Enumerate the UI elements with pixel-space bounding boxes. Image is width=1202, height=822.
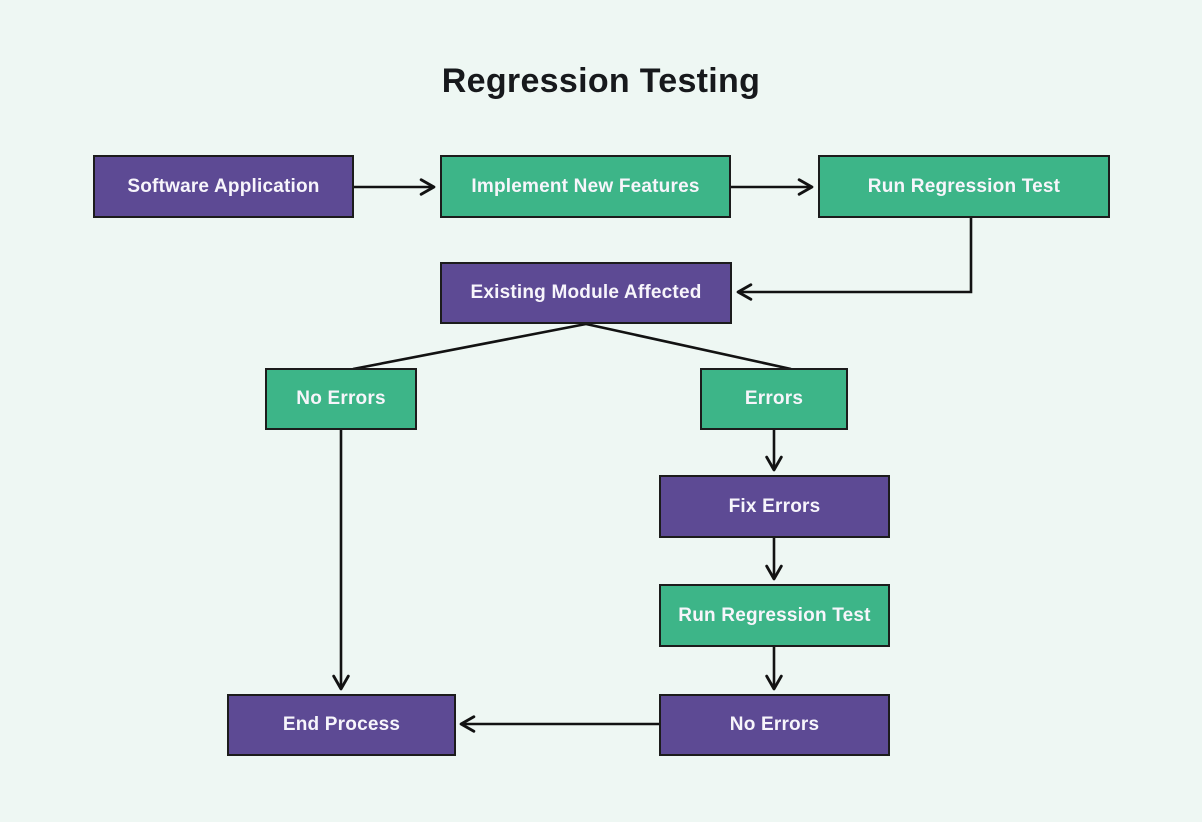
node-existing-module-affected: Existing Module Affected (440, 262, 732, 324)
node-label: No Errors (296, 388, 386, 409)
node-no-errors-left: No Errors (265, 368, 417, 430)
node-run-regression-test-2: Run Regression Test (659, 584, 890, 647)
node-label: Run Regression Test (867, 175, 1061, 197)
node-label: Errors (744, 388, 804, 409)
node-software-application: Software Application (93, 155, 354, 218)
node-label: Software Application (127, 175, 320, 197)
node-fix-errors: Fix Errors (659, 475, 890, 538)
node-label: Run Regression Test (678, 604, 871, 626)
node-label: Fix Errors (728, 495, 821, 517)
node-no-errors-right: No Errors (659, 694, 890, 756)
node-end-process: End Process (227, 694, 456, 756)
edge-run-regression-test-to-existing-module-affected (736, 218, 973, 301)
node-run-regression-test-1: Run Regression Test (818, 155, 1110, 218)
node-label: Implement New Features (471, 175, 700, 197)
edge-existing-module-affected-to-no-errors-left (352, 322, 587, 371)
diagram-title: Regression Testing (441, 62, 761, 100)
node-label: Existing Module Affected (470, 282, 702, 303)
node-errors: Errors (700, 368, 848, 430)
node-label: No Errors (729, 714, 820, 735)
edge-existing-module-affected-to-errors (585, 322, 792, 371)
node-implement-new-features: Implement New Features (440, 155, 731, 218)
node-label: End Process (282, 714, 401, 735)
